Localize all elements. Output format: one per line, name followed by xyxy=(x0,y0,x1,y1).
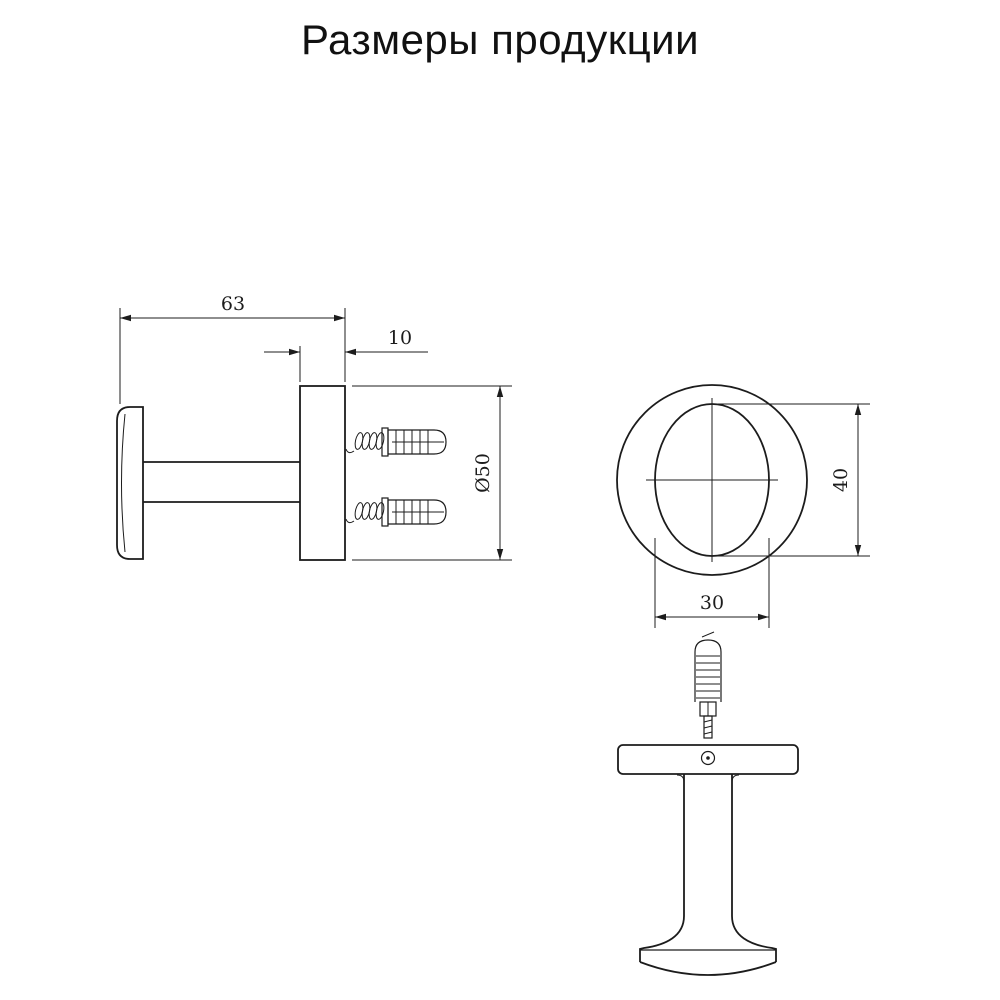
dimension-label-plate-thickness: 10 xyxy=(388,327,412,349)
side-view: 63 10 Ø50 xyxy=(116,293,512,561)
front-circle-view: 40 30 xyxy=(616,384,870,628)
base-flare-left xyxy=(639,915,685,962)
arrowhead xyxy=(120,314,131,322)
dimension-total-depth: 63 xyxy=(119,293,346,404)
arrowhead xyxy=(345,348,356,356)
knob-outline xyxy=(116,406,144,560)
stem-fillet xyxy=(731,774,740,783)
flange-outline xyxy=(299,385,346,561)
knob-face-curve xyxy=(121,413,126,553)
front-elevation-view xyxy=(617,631,799,976)
dimension-plate-diameter: Ø50 xyxy=(352,385,512,561)
base-flare-right xyxy=(731,915,777,962)
dimension-hook-width: 30 xyxy=(654,538,770,628)
screw-shank-outline xyxy=(703,715,713,739)
stem-fillet xyxy=(676,774,685,783)
arrowhead xyxy=(289,348,300,356)
arrowhead xyxy=(496,549,504,560)
dimension-label-hook-height: 40 xyxy=(830,468,852,492)
screw-hole xyxy=(700,750,716,766)
screw-tip-mark xyxy=(701,631,715,638)
arrowhead xyxy=(334,314,345,322)
wall-anchor xyxy=(345,427,447,457)
anchor-body xyxy=(387,499,447,525)
screw-thread-end xyxy=(345,448,355,454)
arrowhead xyxy=(854,404,862,415)
screw-hole-center xyxy=(706,756,710,760)
arrowhead xyxy=(758,613,769,621)
arrowhead xyxy=(655,613,666,621)
wall-plate-outline xyxy=(617,744,799,775)
anchor-cap-outline xyxy=(694,639,722,653)
screw-thread-end xyxy=(345,518,355,524)
arrowhead xyxy=(854,545,862,556)
outer-circle-outline xyxy=(616,384,808,576)
arrowhead xyxy=(496,386,504,397)
dimension-label-total-depth: 63 xyxy=(221,293,245,315)
dimension-plate-thickness: 10 xyxy=(264,327,428,382)
thread-line xyxy=(703,731,713,735)
dimension-hook-height: 40 xyxy=(718,403,870,557)
anchor-and-screw xyxy=(694,631,722,739)
thread-line xyxy=(703,725,713,729)
anchor-body xyxy=(387,429,447,455)
dimension-label-hook-width: 30 xyxy=(700,592,724,614)
dimension-label-plate-diameter: Ø50 xyxy=(472,453,494,493)
thread-line xyxy=(703,719,713,723)
wall-anchor xyxy=(345,497,447,527)
page-title: Размеры продукции xyxy=(300,16,700,63)
base-bottom-curve xyxy=(639,961,777,976)
